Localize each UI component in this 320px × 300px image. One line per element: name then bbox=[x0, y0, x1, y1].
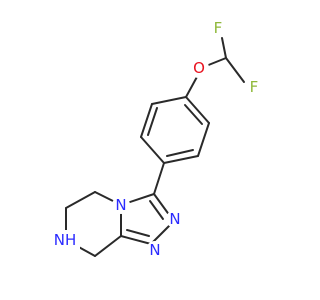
bond-benz-1 bbox=[185, 96, 210, 124]
bonds bbox=[65, 37, 245, 257]
bond-o-aryl bbox=[185, 74, 199, 98]
bond-c-o bbox=[205, 57, 227, 67]
atom-label-f-side: F bbox=[250, 78, 259, 96]
atom-f-side: F bbox=[245, 78, 263, 96]
bond-aryl-triazole bbox=[153, 162, 165, 195]
bond-n2-n1 bbox=[150, 223, 172, 245]
atom-label-o-ether: O bbox=[193, 59, 205, 77]
atom-n-fused: N bbox=[112, 196, 130, 214]
atom-label-f-top: F bbox=[214, 19, 223, 37]
bond-benz-6 bbox=[151, 96, 187, 105]
atom-label-n-right: N bbox=[169, 210, 180, 228]
atom-label-nh-amine: NH bbox=[54, 231, 77, 249]
bond-c-f-top bbox=[221, 37, 227, 59]
bond-n1-c8a-inner bbox=[126, 229, 150, 237]
bond-benz-3-inner bbox=[166, 149, 194, 157]
bond-c5-c6 bbox=[65, 191, 96, 209]
atom-f-top: F bbox=[209, 19, 227, 37]
bond-benz-4 bbox=[140, 136, 165, 164]
atom-n-bottom: N bbox=[146, 241, 164, 259]
bond-benz-3 bbox=[163, 155, 199, 164]
atom-label-n-fused: N bbox=[115, 196, 126, 214]
atom-o-ether: O bbox=[189, 58, 209, 78]
molecule-diagram: F F O N N N NH bbox=[50, 19, 263, 259]
structure-svg: F F O N N N NH bbox=[50, 19, 263, 259]
bond-c3-n2-inner bbox=[149, 200, 164, 220]
bond-c-f-side bbox=[225, 57, 245, 83]
atom-labels: F F O N N N NH bbox=[50, 19, 263, 259]
bond-n1-c8a bbox=[120, 235, 152, 245]
bond-c3-n2 bbox=[153, 193, 171, 217]
bond-benz-1-inner bbox=[184, 104, 203, 125]
atom-nh-amine: NH bbox=[50, 230, 80, 250]
bond-benz-2 bbox=[197, 122, 210, 157]
bond-c8-c8a bbox=[94, 235, 122, 257]
atom-n-right: N bbox=[166, 210, 184, 228]
atom-label-n-bottom: N bbox=[149, 241, 160, 259]
bond-benz-5-inner bbox=[147, 107, 158, 136]
bond-benz-5 bbox=[140, 103, 153, 138]
